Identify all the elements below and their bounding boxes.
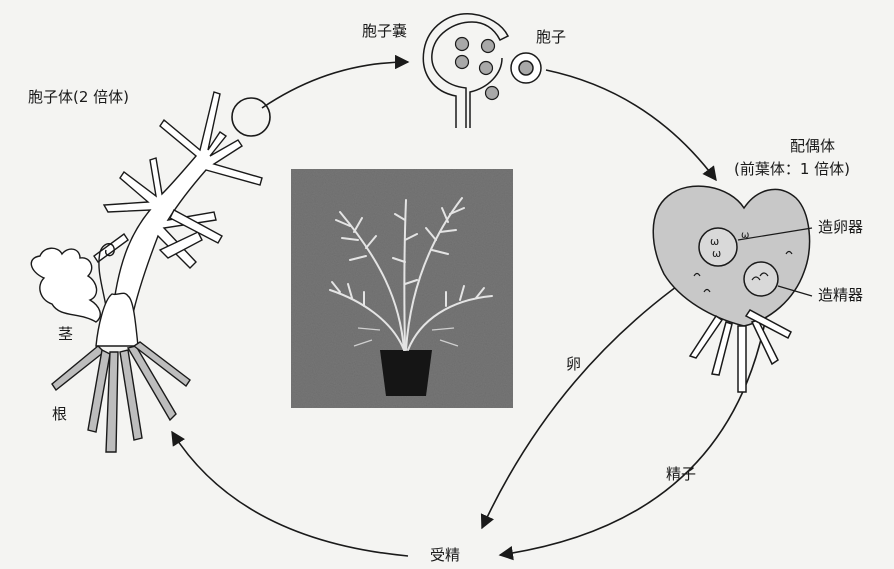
sporangium-outline (423, 14, 508, 128)
label-antheridium: 造精器 (818, 286, 863, 304)
label-gametophyte-ploidy: (前葉体：1 倍体) (734, 160, 850, 178)
arrow-egg-to-fertilization (482, 262, 712, 528)
label-sporophyte: 胞子体(2 倍体) (28, 88, 129, 106)
released-spore (511, 53, 541, 83)
label-sperm: 精子 (666, 465, 696, 483)
sporophyte-roots (52, 342, 190, 452)
label-stem: 茎 (58, 325, 73, 343)
label-spore: 胞子 (536, 28, 566, 46)
svg-text:ω: ω (712, 247, 721, 260)
label-sporangium: 胞子嚢 (362, 22, 407, 40)
arrow-spore-to-gametophyte (546, 70, 716, 180)
label-gametophyte: 配偶体 (790, 137, 835, 155)
label-fertilization: 受精 (430, 546, 460, 564)
gametophyte-prothallus: ω ω ω (653, 186, 812, 392)
sporophyte-highlight-circle (232, 98, 270, 136)
sporophyte-plant (31, 92, 270, 452)
arrow-sporophyte-to-sporangium (262, 62, 408, 108)
label-archegonium: 造卵器 (818, 218, 863, 236)
label-egg: 卵 (566, 355, 581, 373)
arrow-fertilization-to-sporophyte (172, 432, 408, 556)
sporophyte-stem (96, 293, 138, 346)
sporangium (423, 14, 508, 128)
fern-photo (291, 169, 513, 408)
sporophyte-frond (104, 92, 262, 318)
sporophyte-young-leaf (31, 248, 100, 322)
label-root: 根 (52, 405, 67, 423)
